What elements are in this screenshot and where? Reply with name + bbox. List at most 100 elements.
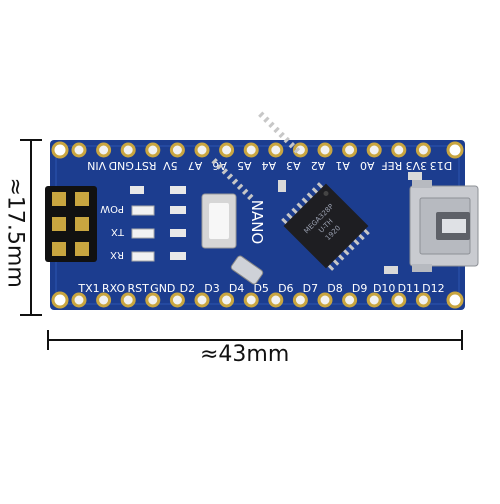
- chip-leg: [216, 163, 223, 170]
- top-pin-label: A0: [360, 159, 375, 172]
- chip-leg: [281, 217, 288, 225]
- chip-leg: [283, 136, 290, 144]
- top-pin-labels: D133V3REFA0A1A2A3A4A5A6A75VRSTGNDVIN: [87, 159, 452, 172]
- width-label: ≈43mm: [200, 342, 290, 367]
- chip-leg: [241, 188, 249, 196]
- chip-leg: [258, 111, 265, 118]
- top-pin-label: VIN: [87, 159, 106, 172]
- pin-pad: [317, 292, 333, 308]
- smd-components: [278, 172, 422, 274]
- pin-pad: [292, 292, 308, 308]
- top-pin-label: A3: [286, 159, 301, 172]
- reset-button-cap: [209, 203, 229, 239]
- top-pin-label: 3V3: [406, 159, 428, 172]
- icsp-pins: [52, 192, 89, 256]
- top-pin-label: 5V: [163, 159, 178, 172]
- bottom-pin-label: RST: [128, 282, 150, 295]
- led-label-rx: RX: [110, 249, 124, 260]
- pin-pad: [268, 142, 284, 158]
- top-pin-label: A1: [335, 159, 350, 172]
- chip-leg: [286, 212, 293, 220]
- pin-pad: [415, 292, 431, 308]
- chip-leg: [288, 141, 296, 149]
- top-pin-label: A4: [262, 159, 277, 172]
- top-pin-label: A2: [311, 159, 326, 172]
- mini-usb-connector: [409, 180, 479, 272]
- pin-pad: [292, 142, 308, 158]
- chip-leg: [231, 178, 239, 185]
- height-dimension-line: [20, 139, 42, 316]
- bottom-pin-label: D6: [278, 282, 293, 295]
- chip-leg: [327, 264, 335, 271]
- pcb-board: [50, 140, 465, 310]
- width-dimension-line: [47, 330, 463, 350]
- chip-leg: [338, 254, 345, 261]
- chip-leg: [278, 131, 285, 139]
- pin-pad: [219, 142, 235, 158]
- pin-pad: [194, 292, 210, 308]
- bottom-pin-label: D2: [180, 282, 195, 295]
- bottom-pin-label: D7: [303, 282, 318, 295]
- chip-leg: [226, 173, 234, 180]
- chip-leg: [316, 182, 324, 189]
- pin-pad: [120, 142, 136, 158]
- pin-pad: [317, 142, 333, 158]
- pin-pad: [120, 292, 136, 308]
- pin-pad: [96, 292, 112, 308]
- pin-pad: [169, 142, 185, 158]
- pin-pad: [366, 142, 382, 158]
- crystal-oscillator: [230, 255, 264, 285]
- chip-leg: [211, 158, 218, 165]
- pin-pad: [71, 142, 87, 158]
- pin-pad: [145, 292, 161, 308]
- bottom-pin-label: D9: [352, 282, 367, 295]
- chip-leg: [363, 228, 370, 236]
- pin-pad: [96, 142, 112, 158]
- pin-pad: [415, 142, 431, 158]
- chip-leg: [273, 126, 280, 134]
- led-label-tx: TX: [111, 226, 125, 237]
- mount-hole-bl: [51, 291, 69, 309]
- chip-leg: [296, 202, 303, 209]
- pin-pad: [342, 142, 358, 158]
- bottom-pin-label: D5: [253, 282, 268, 295]
- bottom-pin-label: D11: [398, 282, 420, 295]
- top-pin-label: A7: [188, 159, 203, 172]
- chip-leg: [236, 183, 244, 190]
- top-pin-header: [71, 142, 431, 158]
- chip-leg: [221, 168, 228, 175]
- board-name-label: NANO: [248, 200, 266, 245]
- pin-pad: [145, 142, 161, 158]
- bottom-pin-label: GND: [150, 282, 175, 295]
- top-pin-label: RST: [135, 159, 157, 172]
- bottom-pin-label: RXO: [102, 282, 125, 295]
- pin-pad: [219, 292, 235, 308]
- bottom-pin-label: D12: [422, 282, 444, 295]
- bottom-pin-label: D4: [229, 282, 244, 295]
- chip-leg: [348, 244, 355, 251]
- pin-pad: [391, 292, 407, 308]
- pin-pad: [268, 292, 284, 308]
- chip-leg: [358, 233, 365, 241]
- chip-leg: [353, 239, 360, 246]
- height-label: ≈17.5mm: [2, 177, 28, 288]
- bottom-pin-label: TX1: [77, 282, 99, 295]
- bottom-pin-label: D3: [204, 282, 219, 295]
- chip-leg: [291, 207, 298, 214]
- pin-pad: [71, 292, 87, 308]
- chip-leg: [332, 259, 340, 266]
- pin-pad: [243, 292, 259, 308]
- pin-pad: [342, 292, 358, 308]
- top-pin-label: A5: [237, 159, 252, 172]
- top-pin-label: GND: [109, 159, 134, 172]
- pin-pad: [243, 142, 259, 158]
- top-pin-label: REF: [381, 159, 402, 172]
- bottom-pin-label: D10: [373, 282, 395, 295]
- mount-hole-tl: [51, 141, 69, 159]
- chip-leg: [311, 187, 319, 194]
- bottom-pin-label: D8: [327, 282, 342, 295]
- chip-leg: [247, 193, 254, 201]
